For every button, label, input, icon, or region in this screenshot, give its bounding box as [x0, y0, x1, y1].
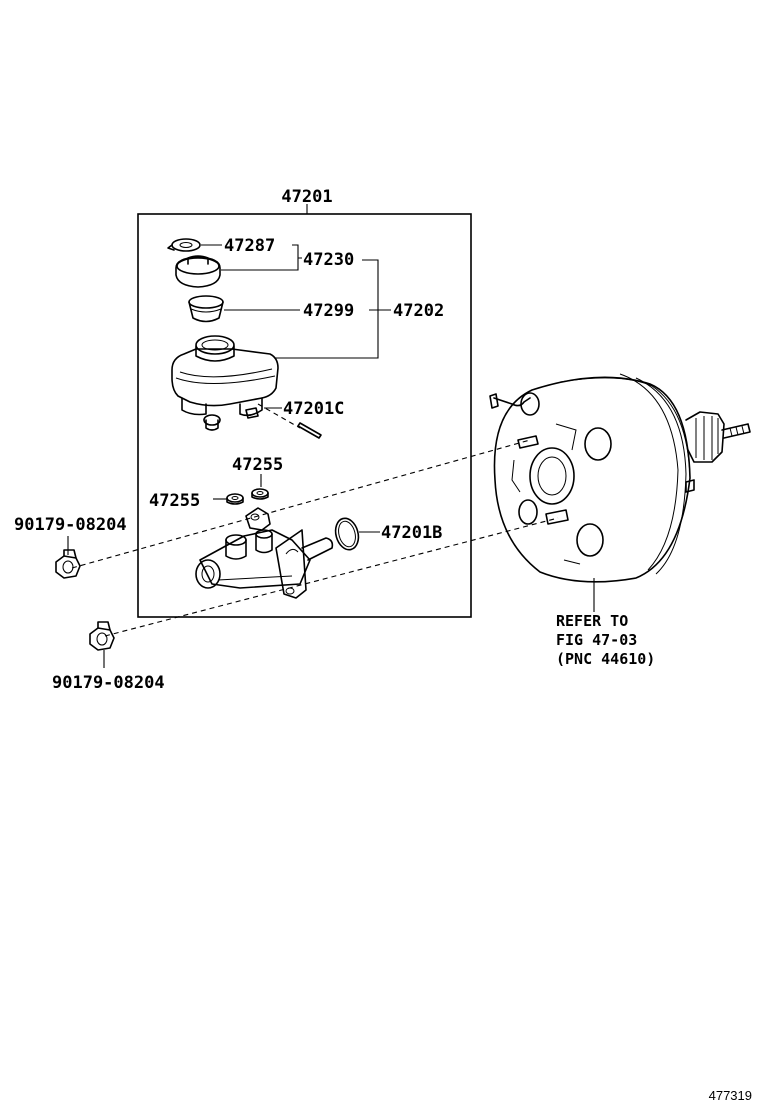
pin-part	[297, 422, 322, 439]
label-47255-upper: 47255	[232, 455, 283, 475]
label-47201c: 47201C	[283, 399, 344, 419]
refer-line-1: REFER TO	[556, 612, 628, 630]
label-47201b: 47201B	[381, 523, 442, 543]
grommet-upper-part	[251, 488, 269, 500]
label-47299: 47299	[303, 301, 354, 321]
refer-line-3: (PNC 44610)	[556, 650, 655, 668]
label-47201: 47201	[281, 187, 332, 207]
master-cylinder-part	[195, 507, 334, 599]
figure-number: 477319	[709, 1088, 752, 1103]
label-47230: 47230	[303, 250, 354, 270]
pin-dashed-guide	[257, 403, 301, 429]
label-nut-lower: 90179-08204	[52, 673, 165, 693]
label-47202: 47202	[393, 301, 444, 321]
upper-stud-guide	[71, 439, 531, 569]
nut-lower-part	[89, 621, 115, 651]
o-ring-part	[334, 517, 360, 551]
refer-line-2: FIG 47-03	[556, 631, 637, 649]
cap-gasket-part	[167, 238, 201, 252]
strainer-part	[188, 295, 224, 323]
grommet-lower-part	[226, 493, 244, 505]
label-nut-upper: 90179-08204	[14, 515, 127, 535]
lower-stud-guide	[104, 517, 559, 637]
bracket-47230	[292, 244, 302, 271]
label-47255-lower: 47255	[149, 491, 200, 511]
assembly-group-box	[137, 213, 472, 618]
bracket-47202	[274, 259, 391, 359]
nut-upper-part	[55, 549, 81, 579]
reservoir-part	[171, 335, 279, 431]
brake-booster-part	[489, 373, 751, 583]
reservoir-cap-part	[175, 255, 221, 288]
label-47287: 47287	[224, 236, 275, 256]
